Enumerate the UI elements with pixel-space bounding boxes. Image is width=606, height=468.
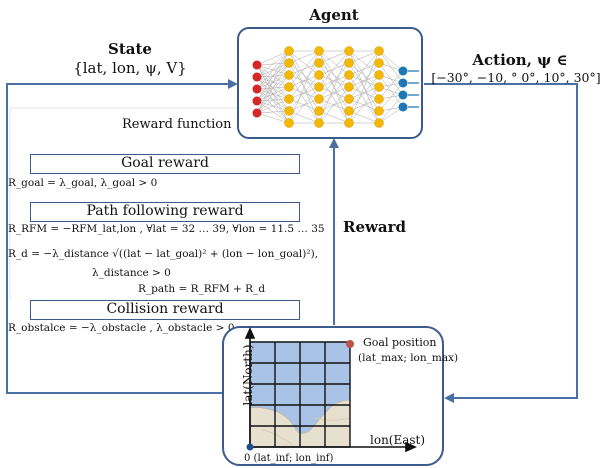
state-title: State [108, 40, 152, 58]
collision-reward-box: Collision reward [30, 300, 300, 320]
action-range: [−30°, −10, ° 0°, 10°, 30°] [431, 70, 601, 85]
collision-reward-title: Collision reward [106, 301, 224, 317]
goal-reward-box: Goal reward [30, 154, 300, 174]
environment-map [244, 327, 417, 453]
hidden-layers [284, 46, 384, 128]
goal-reward-title: Goal reward [121, 155, 209, 171]
lambda-distance-condition: λ_distance > 0 [92, 267, 171, 279]
goal-position-dot [346, 340, 354, 348]
reward-function-title: Reward function [122, 117, 232, 132]
path-reward-box: Path following reward [30, 202, 300, 222]
x-axis-label: lon(East) [370, 433, 426, 447]
action-title: Action, ψ ∈ [472, 51, 568, 69]
rfm-equation: R_RFM = −RFM_lat,lon , ∀lat = 32 … 39, ∀… [8, 223, 325, 235]
agent-title: Agent [309, 6, 359, 24]
y-axis-label: lat(North) [241, 344, 255, 406]
agent-network-box [237, 27, 423, 139]
reward-label: Reward [343, 218, 407, 236]
output-layer [398, 66, 408, 112]
obstacle-equation: R_obstalce = −λ_obstacle , λ_obstacle > … [8, 322, 235, 334]
state-vars: {lat, lon, ψ, V} [73, 59, 187, 77]
action-arrow [424, 83, 578, 403]
origin-label: 0 (lat_inf; lon_inf) [244, 453, 334, 464]
input-layer [252, 60, 262, 118]
path-reward-title: Path following reward [86, 203, 244, 219]
goal-position-coords: (lat_max; lon_max) [358, 352, 459, 364]
state-arrow [6, 79, 250, 394]
path-reward-equation: R_path = R_RFM + R_d [138, 283, 266, 295]
neural-network-icon [252, 46, 419, 128]
goal-position-label: Goal position [363, 336, 437, 349]
origin-dot [246, 443, 254, 451]
goal-reward-equation: R_goal = λ_goal, λ_goal > 0 [8, 177, 158, 189]
distance-equation: R_d = −λ_distance √((lat − lat_goal)² + … [8, 248, 319, 260]
